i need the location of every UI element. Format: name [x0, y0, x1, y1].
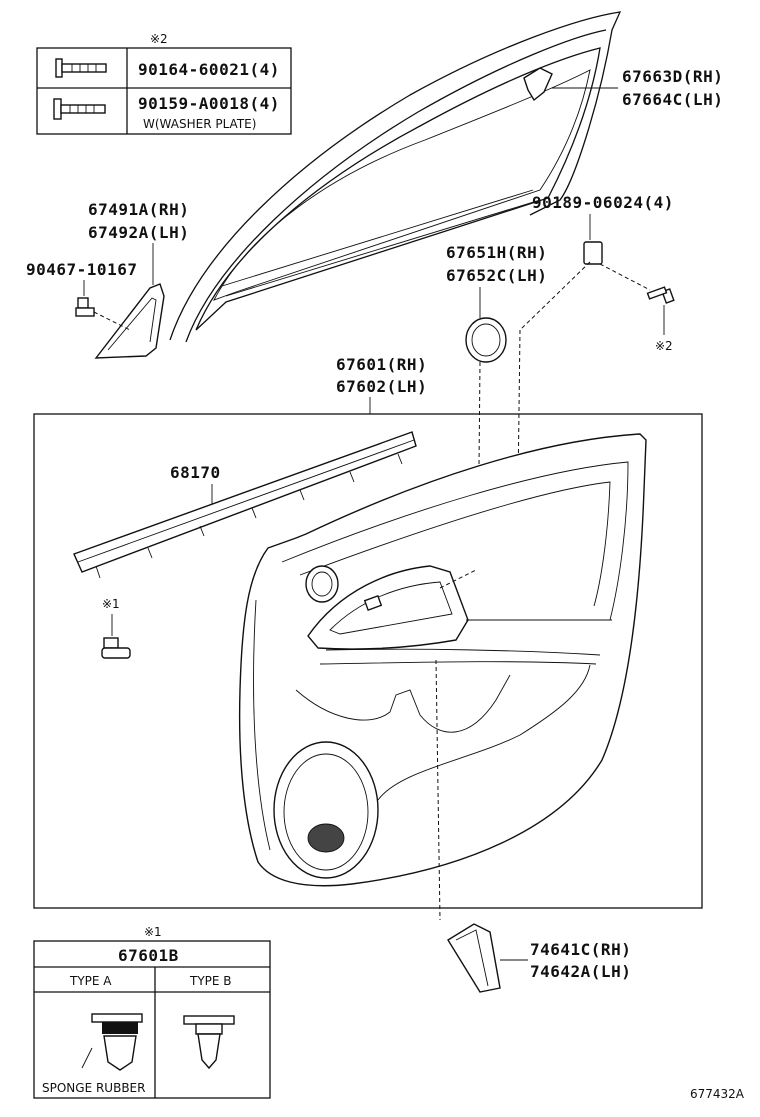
callout-67664c: 67664C(LH): [622, 90, 723, 109]
lower-trim-cover-part: [447, 923, 501, 993]
screw-icon: [646, 286, 675, 304]
callout-67602: 67602(LH): [336, 377, 427, 396]
callout-67601: 67601(RH): [336, 355, 427, 374]
callout-90189: 90189-06024(4): [532, 193, 674, 212]
clip-type-b-icon: [183, 1015, 235, 1070]
fastener-table-mark: ※2: [150, 32, 168, 46]
glass-run-clip-icon: [523, 67, 553, 102]
speaker-grille-icon: [307, 823, 345, 853]
mirror-cover-part: [94, 283, 165, 359]
callout-clip-mark: ※1: [102, 597, 120, 611]
callout-67651h: 67651H(RH): [446, 243, 547, 262]
callout-67491a: 67491A(RH): [88, 200, 189, 219]
callout-90467: 90467-10167: [26, 260, 137, 279]
callout-67663d: 67663D(RH): [622, 67, 723, 86]
door-trim-panel-part: [238, 433, 647, 887]
tweeter-cover-part: [465, 317, 507, 363]
belt-weatherstrip-part: [73, 431, 417, 579]
washer-bolt-icon: [53, 98, 106, 120]
callout-67492a: 67492A(LH): [88, 223, 189, 242]
clip-table-mark: ※1: [144, 925, 162, 939]
callout-67652c: 67652C(LH): [446, 266, 547, 285]
clip-type-b-label: TYPE B: [189, 974, 232, 988]
fastener-90164: 90164-60021(4): [138, 60, 280, 79]
clip-type-a-label: TYPE A: [69, 974, 112, 988]
fastener-table: ※2 90164-60021(4) 90159-A0018(4) W(WASHE…: [36, 32, 292, 135]
clip-type-table: ※1 67601B TYPE A TYPE B SPONGE RUBBER: [33, 925, 271, 1099]
callout-74641c: 74641C(RH): [530, 940, 631, 959]
door-window-frame: [169, 11, 622, 343]
panel-assembly-box: [33, 413, 703, 909]
bolt-icon: [55, 58, 107, 78]
callout-screw-mark: ※2: [655, 339, 673, 353]
callout-74642a: 74642A(LH): [530, 962, 631, 981]
clip-90467-icon: [75, 297, 95, 317]
diagram-id: 677432A: [690, 1087, 745, 1101]
clip-type-a-icon: SPONGE RUBBER: [42, 1013, 145, 1095]
fastener-90159-note: W(WASHER PLATE): [143, 117, 256, 131]
trim-clip-icon: [101, 637, 131, 659]
sponge-rubber-label: SPONGE RUBBER: [42, 1081, 145, 1095]
clip-table-part: 67601B: [118, 946, 179, 965]
fastener-90159: 90159-A0018(4): [138, 94, 280, 113]
callout-68170: 68170: [170, 463, 221, 482]
nut-icon: [583, 241, 603, 265]
